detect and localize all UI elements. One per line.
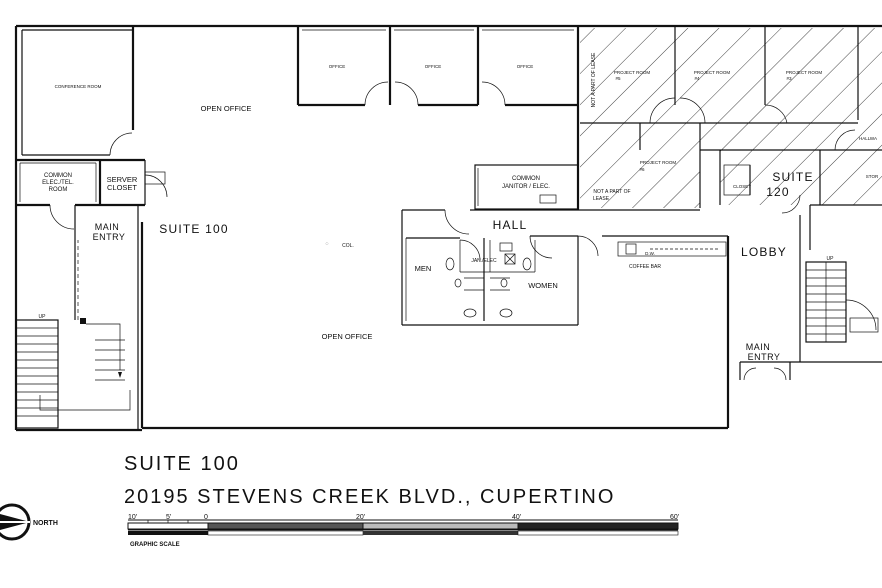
label-office-2: OFFICE [425, 64, 442, 69]
label-common-elec-3: ROOM [49, 187, 68, 193]
title-line-2: 20195 STEVENS CREEK BLVD., CUPERTINO [124, 486, 615, 508]
label-suite-100: SUITE 100 [159, 222, 229, 236]
label-common-elec-1: COMMON [44, 173, 72, 179]
label-up-left: UP [39, 314, 47, 320]
walls [14, 24, 882, 432]
label-project-room-6-2: #6 [639, 167, 645, 172]
north-arrow-icon: NORTH [0, 503, 58, 541]
label-main-entry-left-2: ENTRY [93, 232, 126, 242]
label-not-part-of-lease-1: NOT A PART OF LEASE [591, 52, 597, 107]
label-lobby: LOBBY [741, 245, 787, 259]
label-project-room-6-1: PROJECT ROOM [640, 160, 676, 165]
scale-tick-10: 10' [128, 514, 137, 521]
col-marker: ◌ [326, 241, 329, 247]
label-storage: STOR [866, 174, 879, 179]
label-suite-120-1: SUITE [772, 170, 813, 184]
north-label: NORTH [33, 520, 58, 527]
label-closet: CLOSET [733, 184, 751, 189]
stair-treads-left [16, 327, 125, 417]
room-labels: CONFERENCE ROOM OPEN OFFICE OFFICE OFFIC… [39, 52, 879, 362]
label-dw: D.W. [645, 251, 655, 256]
title-line-1: SUITE 100 [124, 453, 240, 475]
title-block: SUITE 100 20195 STEVENS CREEK BLVD., CUP… [124, 453, 615, 508]
label-common-elec-2: ELEC./TEL. [42, 180, 74, 186]
label-hall: HALL [493, 218, 528, 232]
label-main-entry-right-2: ENTRY [748, 352, 781, 362]
scale-label: GRAPHIC SCALE [130, 542, 180, 548]
label-conference-room: CONFERENCE ROOM [55, 84, 102, 89]
label-open-office-top: OPEN OFFICE [201, 104, 252, 113]
scale-tick-5: 5' [166, 514, 171, 521]
scale-tick-0: 0 [204, 514, 208, 521]
label-project-room-4-2: #4 [694, 76, 700, 81]
label-server-1: SERVER [107, 175, 138, 184]
label-women: WOMEN [528, 281, 558, 290]
label-main-entry-left-1: MAIN [95, 222, 120, 232]
label-not-part-of-lease-2a: NOT A PART OF [593, 189, 630, 195]
label-server-2: CLOSET [107, 183, 137, 192]
label-men: MEN [415, 264, 432, 273]
label-project-room-5a-1: PROJECT ROOM [614, 70, 650, 75]
label-project-room-3-1: PROJECT ROOM [786, 70, 822, 75]
label-project-room-4-1: PROJECT ROOM [694, 70, 730, 75]
scale-tick-60: 60' [670, 514, 679, 521]
label-office-1: OFFICE [329, 64, 346, 69]
label-suite-120-2: 120 [766, 185, 790, 199]
not-part-of-lease-area [580, 28, 882, 208]
graphic-scale: 10' 5' 0 20' 40' 60' GRAPHIC SCALE [127, 514, 679, 548]
label-col: COL. [342, 243, 354, 249]
label-project-room-5a-2: #5 [615, 76, 621, 81]
label-open-office-main: OPEN OFFICE [322, 332, 373, 341]
label-common-janitor-2: JANITOR / ELEC. [502, 184, 550, 190]
label-not-part-of-lease-2b: LEASE [593, 196, 610, 202]
label-coffee-bar: COFFEE BAR [629, 264, 661, 270]
label-hallway: HALLWA [859, 136, 877, 141]
scale-tick-40: 40' [512, 514, 521, 521]
label-office-3: OFFICE [517, 64, 534, 69]
scale-tick-20: 20' [356, 514, 365, 521]
label-main-entry-right-1: MAIN [746, 342, 771, 352]
label-jan-elec: JAN./ELEC [471, 258, 497, 264]
label-project-room-3-2: #3 [786, 76, 792, 81]
label-common-janitor-1: COMMON [512, 176, 540, 182]
label-up-right: UP [827, 256, 835, 262]
